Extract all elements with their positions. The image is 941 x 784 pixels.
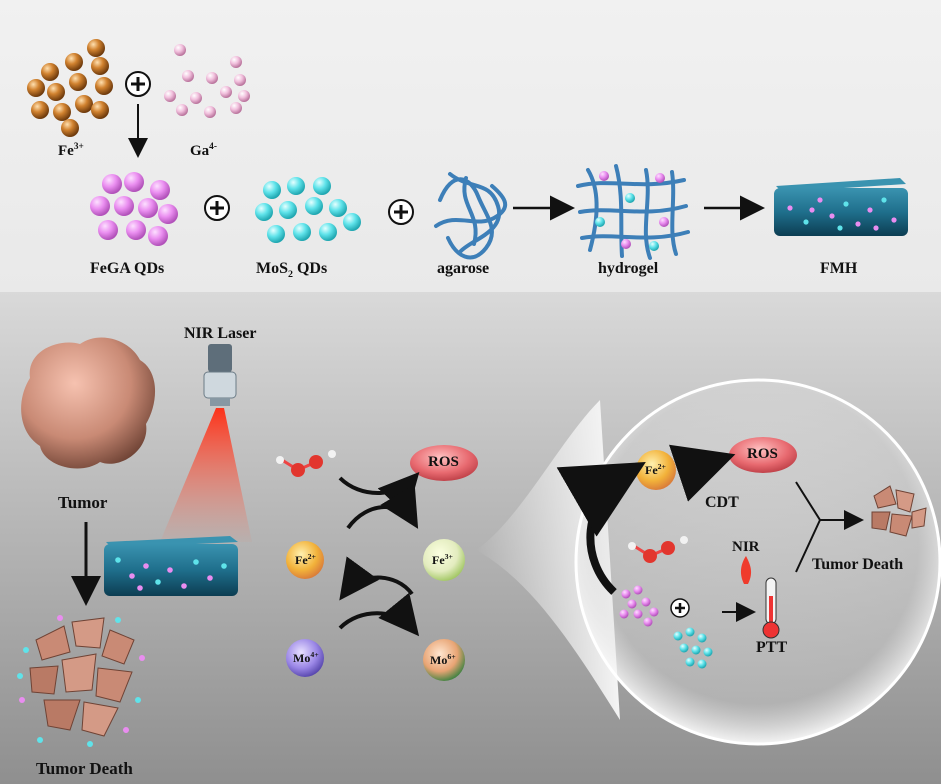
plus-icon	[125, 71, 151, 97]
laser-beam	[160, 408, 252, 542]
tumor-shape	[21, 337, 156, 469]
water-molecule-icon	[276, 450, 336, 477]
water-molecule-icon	[628, 536, 688, 563]
agarose-label: agarose	[437, 260, 490, 277]
ros-ellipse-mechanism	[729, 437, 797, 473]
mo6-label: Mo6+	[430, 652, 456, 667]
plus-icon	[204, 195, 230, 221]
ga4-ion-label: Ga4-	[190, 142, 217, 159]
fe3-sphere	[423, 539, 465, 581]
mo6-sphere	[423, 639, 465, 681]
curved-arrow-icon	[339, 556, 414, 601]
curved-arrow-icon	[338, 472, 420, 516]
mos2-qds-cluster	[255, 177, 361, 243]
nir-laser-label: NIR Laser	[184, 325, 257, 342]
agarose-strands	[434, 172, 507, 260]
ptt-label: PTT	[756, 639, 788, 656]
mos2-mini-cluster	[673, 627, 713, 669]
ros-label: ROS	[428, 454, 459, 470]
tumor-death-label-left: Tumor Death	[36, 759, 133, 778]
fmh-block	[774, 178, 908, 236]
laser-icon	[203, 344, 237, 406]
ros-label-mechanism: ROS	[747, 446, 778, 462]
fe2-sphere	[286, 541, 324, 579]
fe2-sphere-mechanism	[636, 450, 676, 490]
hydrogel-label: hydrogel	[598, 260, 659, 277]
tumor-fragments-mechanism	[871, 485, 927, 537]
nir-flame	[740, 556, 752, 584]
fega-qds-cluster	[90, 172, 178, 246]
thermometer-icon	[762, 577, 780, 639]
plus-icon	[388, 199, 414, 225]
mo4-sphere	[286, 639, 324, 677]
ros-ellipse	[410, 445, 478, 481]
cdt-label: CDT	[705, 494, 739, 511]
fega-mini-cluster	[619, 585, 659, 627]
mos2-qds-label: MoS2 QDs	[256, 260, 328, 281]
curved-arrow-icon	[338, 592, 420, 637]
hydrogel-network	[576, 164, 690, 260]
fe-cluster	[27, 39, 113, 137]
fe2-label: Fe2+	[295, 552, 316, 567]
fe3-label: Fe3+	[432, 552, 453, 567]
dead-tumor-fragments	[17, 615, 145, 747]
fega-qds-label: FeGA QDs	[90, 260, 165, 277]
mo4-label: Mo4+	[293, 650, 319, 665]
curved-arrow-icon	[346, 484, 419, 530]
fe3-ion-label: Fe3+	[58, 142, 84, 159]
nir-label: NIR	[732, 539, 760, 555]
plus-icon	[670, 598, 690, 618]
cdt-arrow-icon	[668, 444, 736, 502]
fmh-label: FMH	[820, 260, 858, 277]
tumor-label: Tumor	[58, 493, 108, 512]
big-curved-arrow-icon	[556, 461, 646, 595]
fe2-label-mechanism: Fe2+	[645, 462, 666, 477]
hydrogel-block-therapy	[104, 536, 238, 596]
ga-cluster	[164, 44, 250, 118]
tumor-death-label-mechanism: Tumor Death	[812, 556, 904, 573]
